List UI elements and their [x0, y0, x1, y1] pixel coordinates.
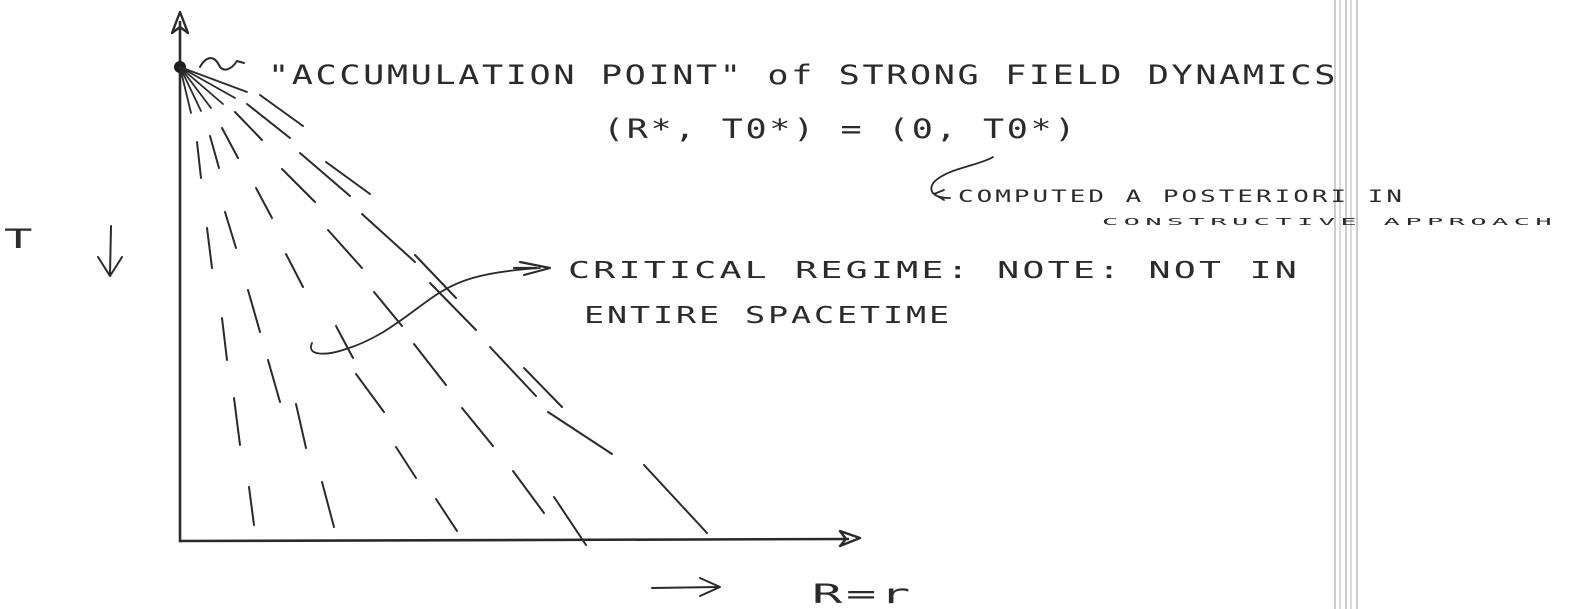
- page-edge-lines: [1334, 0, 1358, 609]
- r-axis-label: R=r: [812, 579, 914, 609]
- dashed-fan-lines: [196, 94, 708, 546]
- vertical-axis: [170, 10, 190, 543]
- equation-label: (R*, T0*) = (0, T0*): [603, 114, 1078, 145]
- r-right-arrow-icon: [651, 577, 721, 597]
- computed-pointer: [930, 156, 994, 201]
- horizontal-axis: [178, 529, 862, 548]
- accumulation-label: "ACCUMULATION POINT" of STRONG FIELD DYN…: [268, 60, 1338, 91]
- critical-pointer: [310, 267, 541, 355]
- accumulation-pointer: [199, 57, 245, 71]
- apex-rays: [179, 66, 248, 114]
- critical-arrowhead: [512, 260, 552, 277]
- t-down-arrow-icon: [97, 225, 123, 277]
- critical-regime-line2: ENTIRE SPACETIME: [584, 303, 952, 329]
- computed-note-line2: CONSTRUCTIVE APPROACH: [1102, 217, 1557, 228]
- computed-note-line1: COMPUTED A POSTERIORI IN: [958, 187, 1405, 207]
- t-axis-label: T: [4, 224, 36, 255]
- critical-regime-line1: CRITICAL REGIME: NOTE: NOT IN: [568, 258, 1300, 284]
